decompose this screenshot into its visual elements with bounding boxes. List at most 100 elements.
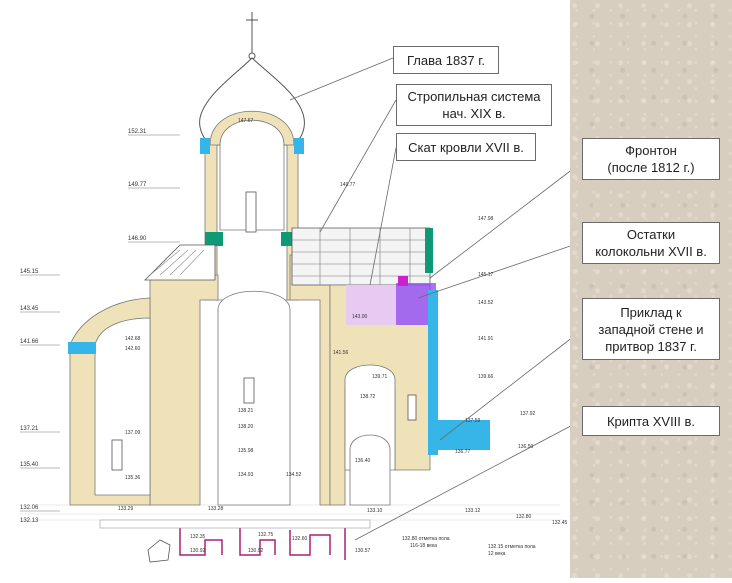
elevation-marks-interior: 147.67 149.77 147.98 145.17 143.52 143.0… xyxy=(118,118,568,554)
texture-sidebar xyxy=(570,0,732,578)
elev-149: 149.77 xyxy=(128,182,147,188)
elev-i5: 143.00 xyxy=(352,314,368,320)
drum-window xyxy=(245,191,257,233)
elev-i12: 137.92 xyxy=(520,411,536,417)
purple-small xyxy=(398,276,408,286)
elev-132a: 132.06 xyxy=(20,505,39,511)
elev-i34: 130.92 xyxy=(190,548,206,554)
drum-blue-left xyxy=(200,138,210,154)
lower-arch-room xyxy=(349,434,391,506)
west-blue-strip xyxy=(428,290,438,455)
elev-146: 146.90 xyxy=(128,236,147,242)
callout-fronton-line2: (после 1812 г.) xyxy=(607,160,695,175)
elev-i13: 136.50 xyxy=(518,444,534,450)
elev-i0: 147.67 xyxy=(238,118,254,124)
elevation-ticks xyxy=(20,134,180,512)
elev-143: 143.45 xyxy=(20,306,39,312)
elev-i4: 143.52 xyxy=(478,300,494,306)
elev-135: 135.40 xyxy=(20,462,39,468)
elev-i1: 149.77 xyxy=(340,182,356,188)
callout-skat: Скат кровли XVII в. xyxy=(396,133,536,161)
callout-stropil: Стропильная система нач. XIX в. xyxy=(396,84,552,126)
elev-i15: 136.40 xyxy=(355,458,371,464)
leader-lines xyxy=(289,57,583,541)
pink-zone xyxy=(346,285,396,325)
elev-i36: 130.57 xyxy=(355,548,371,554)
callout-priklad-line3: притвор 1837 г. xyxy=(605,338,697,354)
dome-cross xyxy=(246,12,258,60)
elev-i8: 139.66 xyxy=(478,374,494,380)
west-window xyxy=(407,394,417,421)
elev-i29: 132.80 xyxy=(516,514,532,520)
callout-glava-text: Глава 1837 г. xyxy=(406,52,486,68)
crypt-outlines xyxy=(179,528,346,560)
elev-145: 145.15 xyxy=(20,269,39,275)
callout-kripta: Крипта XVIII в. xyxy=(582,406,720,436)
footing-left xyxy=(147,539,171,563)
callout-fronton: Фронтон (после 1812 г.) xyxy=(582,138,720,180)
callout-stropil-line2: нач. XIX в. xyxy=(442,106,506,121)
elev-i33: 132.60 xyxy=(292,536,308,542)
elev-i10: 138.72 xyxy=(360,394,376,400)
apse-inner xyxy=(94,317,151,496)
foundation-band xyxy=(99,519,371,529)
elev-i14: 136.77 xyxy=(455,449,471,455)
elev-i28: 133.12 xyxy=(465,508,481,514)
elev-i18: 137.09 xyxy=(125,430,141,436)
elev-i2: 147.98 xyxy=(478,216,494,222)
elev-i24: 134.52 xyxy=(286,472,302,478)
elev-i6: 141.91 xyxy=(478,336,494,342)
callout-ostatki: Остатки колокольни XVII в. xyxy=(582,222,720,264)
apse-blue xyxy=(68,342,96,354)
elev-i20: 138.21 xyxy=(238,408,254,414)
elev-i11: 137.59 xyxy=(465,418,481,424)
callout-kripta-text: Крипта XVIII в. xyxy=(606,413,696,429)
elev-i32: 132.75 xyxy=(258,532,274,538)
apse-window xyxy=(111,439,123,471)
elev-137: 137.21 xyxy=(20,426,39,432)
elev-i31: 132.35 xyxy=(190,534,206,540)
callout-priklad-line1: Приклад к xyxy=(620,304,682,320)
elev-i9: 139.71 xyxy=(372,374,388,380)
elev-i21: 138.20 xyxy=(238,424,254,430)
note-floor-1: 132.80 отметка пола xyxy=(402,536,450,542)
elev-i23: 134.93 xyxy=(238,472,254,478)
callout-stropil-line1: Стропильная система xyxy=(407,89,541,104)
nave-window xyxy=(243,377,255,404)
central-masonry xyxy=(289,254,331,506)
elev-i30: 132.45 xyxy=(552,520,568,526)
note-floor-1b: 116-18 века xyxy=(410,543,437,549)
callout-priklad-line2: западной стене и xyxy=(598,321,704,337)
rafter-green-strip xyxy=(425,228,433,273)
note-floor-2: 132.15 отметка пола xyxy=(488,544,536,550)
elevation-marks-left: 152.31 149.77 146.90 145.15 143.45 141.6… xyxy=(20,129,147,524)
elev-i7: 141.56 xyxy=(333,350,349,356)
elev-i27: 133.10 xyxy=(367,508,383,514)
grid-lines xyxy=(20,504,565,521)
drum-green-left xyxy=(205,232,223,246)
roof-hatch-left xyxy=(149,249,205,276)
main-body-masonry xyxy=(149,274,219,506)
callout-priklad: Приклад к западной стене и притвор 1837 … xyxy=(582,298,720,360)
elev-132b: 132.13 xyxy=(20,518,39,524)
callout-ostatki-line2: колокольни XVII в. xyxy=(595,244,707,259)
elev-i3: 145.17 xyxy=(478,272,494,278)
elev-i22: 135.98 xyxy=(238,448,254,454)
elev-141: 141.66 xyxy=(20,339,39,345)
callout-fronton-line1: Фронтон xyxy=(625,143,677,158)
callout-ostatki-line1: Остатки xyxy=(626,227,676,242)
callout-glava: Глава 1837 г. xyxy=(393,46,499,74)
elev-i26: 133.28 xyxy=(208,506,224,512)
elev-152: 152.31 xyxy=(128,129,147,135)
rafter-frame xyxy=(291,227,431,286)
elev-i25: 133.29 xyxy=(118,506,134,512)
callout-skat-text: Скат кровли XVII в. xyxy=(408,139,524,155)
elev-i35: 130.92 xyxy=(248,548,264,554)
elev-i16: 142.68 xyxy=(125,336,141,342)
drum-blue-right xyxy=(294,138,304,154)
floor-notes: 132.80 отметка пола 116-18 века 132.15 о… xyxy=(402,536,536,557)
elev-i19: 135.36 xyxy=(125,475,141,481)
note-floor-2b: 12 века xyxy=(488,551,506,557)
